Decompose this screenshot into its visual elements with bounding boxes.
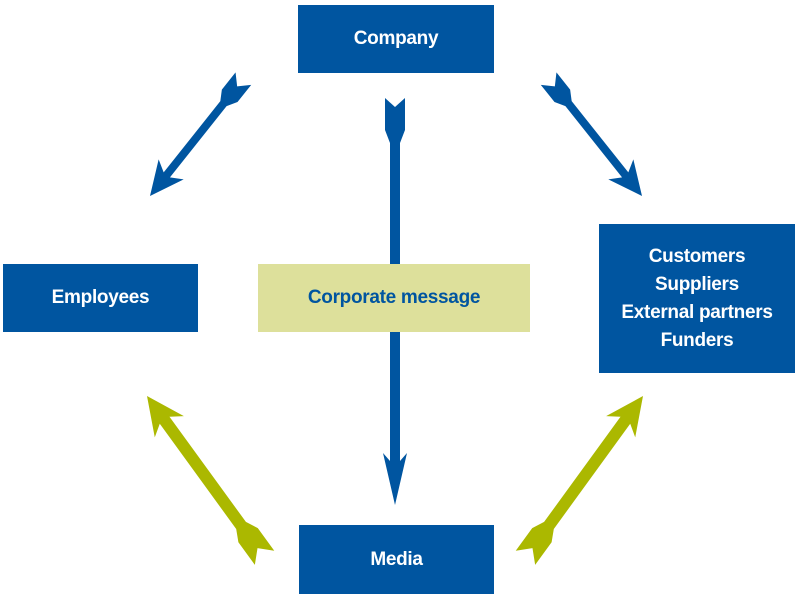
company-node: Company — [298, 5, 494, 73]
arrow-media-to-external — [515, 396, 643, 565]
media-label: Media — [370, 548, 423, 570]
corporate-message-label: Corporate message — [307, 287, 481, 308]
corporate-message-node: Corporate message — [258, 264, 530, 332]
external-stakeholders-node: Customers Suppliers External partners Fu… — [599, 224, 795, 373]
company-label: Company — [353, 28, 439, 49]
employees-node: Employees — [3, 264, 198, 332]
arrow-company-to-external — [540, 72, 642, 196]
media-node: Media — [299, 525, 494, 594]
arrow-media-to-employees — [147, 396, 275, 565]
arrow-company-to-employees — [150, 72, 252, 196]
employees-label: Employees — [51, 287, 150, 308]
suppliers-label: Suppliers — [655, 273, 739, 295]
customers-label: Customers — [648, 245, 746, 267]
external-partners-label: External partners — [621, 301, 773, 323]
funders-label: Funders — [660, 329, 734, 351]
